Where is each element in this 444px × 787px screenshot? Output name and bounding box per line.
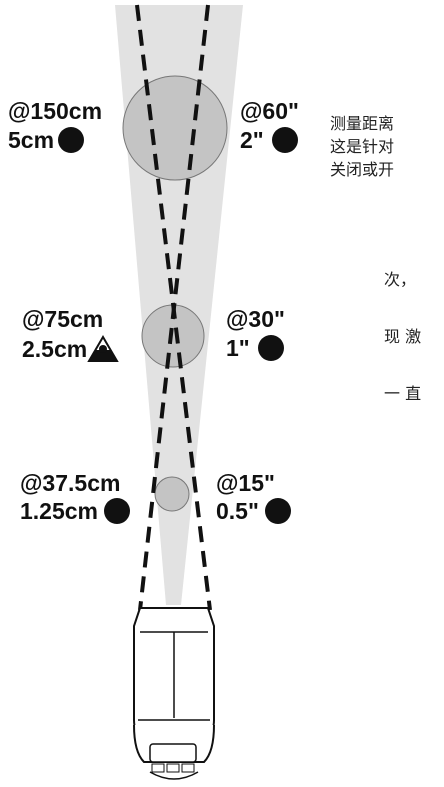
distance-37-5cm: @37.5cm [20,470,121,496]
metric-label-75cm: @75cm 2.5cm [22,308,119,363]
target-spot-icon [257,335,284,361]
metric-label-150cm: @150cm 5cm [8,100,102,153]
imperial-label-60in: @60" 2" [240,100,299,153]
side-text-line: 这是针对 [330,137,395,157]
spot-size-2-5cm: 2.5cm [22,335,88,362]
laser-beam-right [138,4,210,611]
metric-label-37-5cm: @37.5cm 1.25cm [20,470,131,524]
spot-size-2in: 2" [240,126,264,153]
side-text-fragment-2: 现 激 [384,327,422,346]
spot-size-0-5in: 0.5" [216,497,259,524]
target-spot-icon [58,127,85,153]
distance-30in: @30" [226,306,285,332]
spot-size-5cm: 5cm [8,126,55,153]
distance-60in: @60" [240,98,299,124]
side-text-fragment-1: 次， [384,270,417,289]
spot-size-1-25cm: 1.25cm [20,497,99,524]
laser-warning-icon [87,335,119,362]
side-text-block: 测量距离 这是针对 关闭或开 [330,112,394,182]
side-text-line: 关闭或开 [330,160,395,180]
thermometer-device-icon [133,607,215,780]
target-spot-icon [271,127,298,153]
target-spot-icon [104,498,131,524]
spot-circle-37-5cm [154,476,190,512]
distance-75cm: @75cm [22,306,104,332]
spot-circle-150cm [122,75,228,181]
distance-15in: @15" [216,470,275,496]
target-spot-icon [264,498,291,524]
imperial-label-15in: @15" 0.5" [216,472,291,524]
spot-size-1in: 1" [226,334,250,361]
side-text-fragment-3: 一 直 [384,384,422,403]
imperial-label-30in: @30" 1" [226,308,285,361]
distance-150cm: @150cm [8,98,103,124]
side-text-line: 测量距离 [330,114,395,133]
